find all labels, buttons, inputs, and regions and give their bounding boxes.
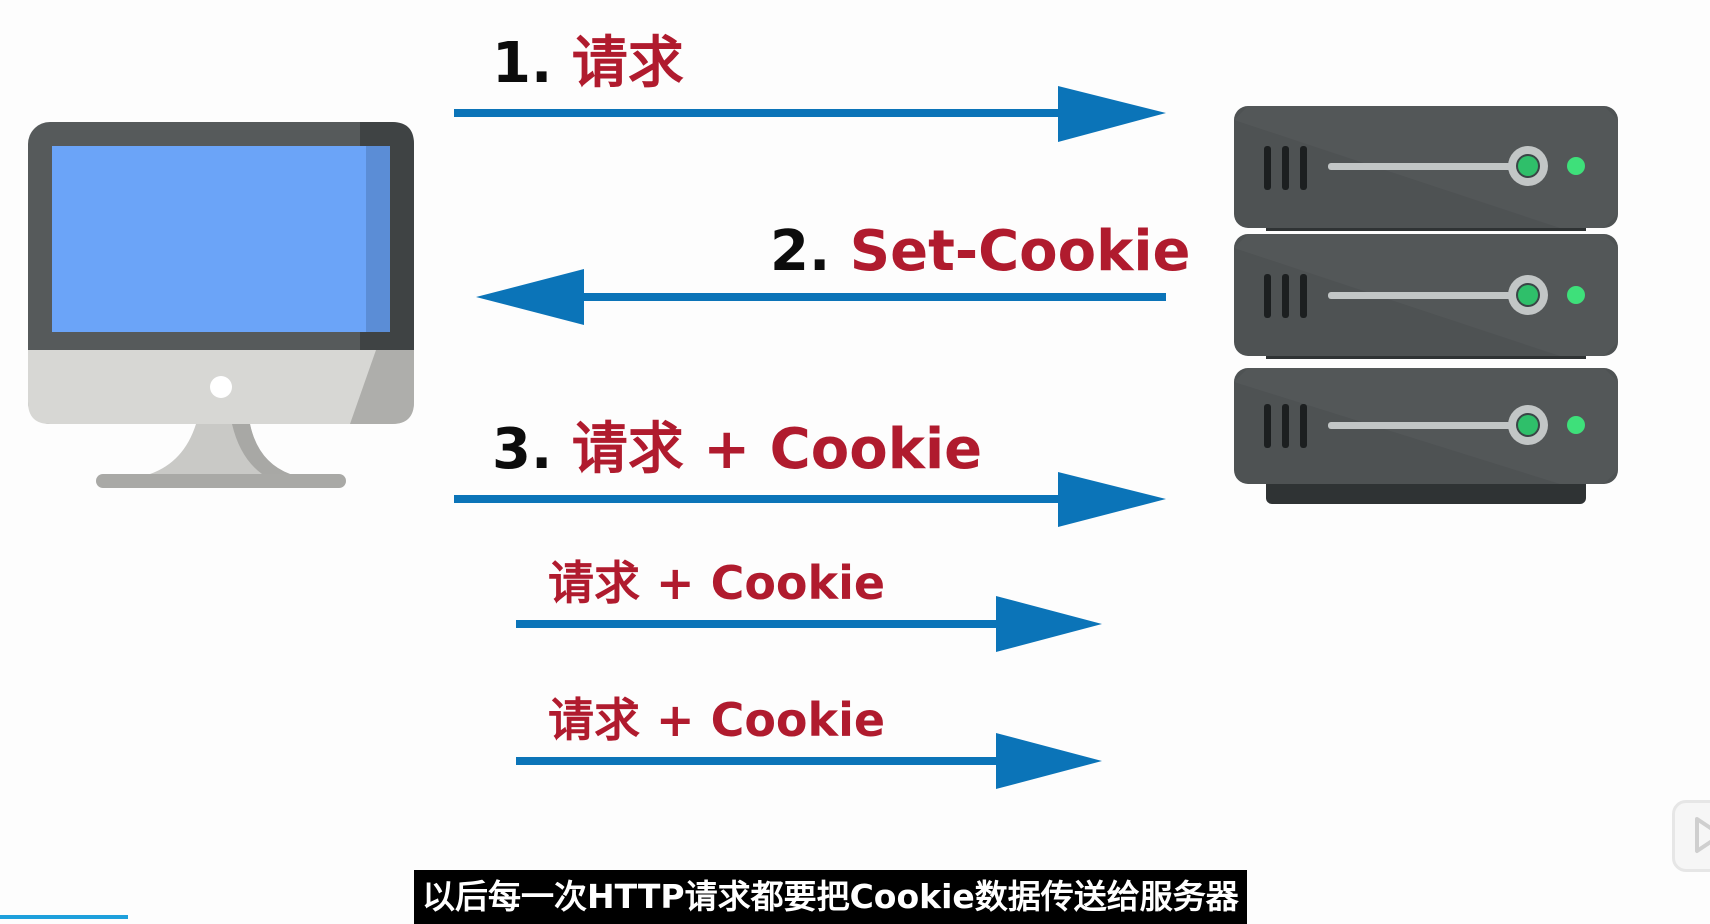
play-icon[interactable] xyxy=(1672,800,1710,872)
status-led xyxy=(1567,157,1585,175)
step-5-label: 请求 + Cookie xyxy=(548,693,886,747)
step-3-label: 3. 请求 + Cookie xyxy=(492,422,982,478)
arrow-set-cookie xyxy=(476,269,1166,325)
server-unit xyxy=(1234,368,1618,484)
step-number: 3. xyxy=(492,417,553,482)
arrow-request-5 xyxy=(516,733,1102,789)
desktop-computer-icon xyxy=(28,122,414,488)
arrow-request-4 xyxy=(516,596,1102,652)
step-text: Set-Cookie xyxy=(849,219,1191,284)
step-1-label: 1. 请求 xyxy=(492,36,684,92)
arrow-request-1 xyxy=(454,86,1166,142)
step-text: 请求 + Cookie xyxy=(571,417,983,482)
step-text: 请求 xyxy=(571,31,684,96)
power-button-dot xyxy=(210,376,232,398)
server-rack-icon xyxy=(1234,106,1618,504)
step-2-label: 2. Set-Cookie xyxy=(770,224,1191,280)
video-subtitle: 以后每一次HTTP请求都要把Cookie数据传送给服务器 xyxy=(414,870,1247,924)
step-number: 2. xyxy=(770,219,831,284)
arrow-request-3 xyxy=(454,472,1166,527)
monitor-screen xyxy=(52,146,390,332)
server-unit xyxy=(1234,106,1618,228)
video-progress-bar[interactable] xyxy=(0,915,128,919)
step-number: 1. xyxy=(492,31,553,96)
status-led xyxy=(1567,286,1585,304)
status-led xyxy=(1567,416,1585,434)
step-4-label: 请求 + Cookie xyxy=(548,556,886,610)
server-unit xyxy=(1234,234,1618,356)
